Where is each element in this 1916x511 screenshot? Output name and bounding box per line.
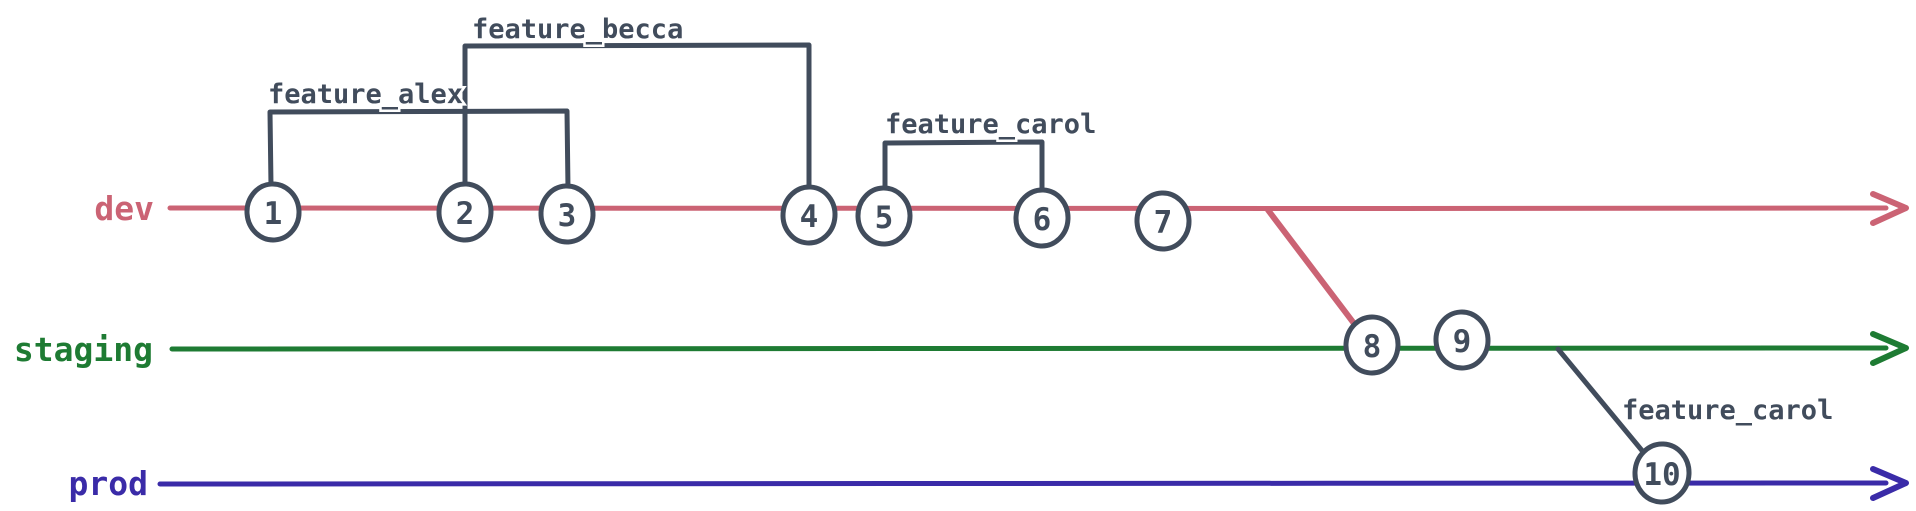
commit-node-5 (855, 185, 913, 247)
commit-number: 1 (264, 196, 283, 232)
prod-arrowhead-icon (1870, 466, 1909, 501)
commit-number: 10 (1643, 457, 1680, 493)
staging-to-prod-merge-line (1555, 346, 1652, 462)
commit-node-2 (436, 181, 494, 243)
feature-carol-bracket (882, 139, 1045, 195)
staging-branch-label: staging (14, 330, 153, 369)
commit-number: 3 (558, 198, 577, 234)
commit-node-4 (780, 184, 838, 246)
commit-number: 9 (1453, 324, 1472, 360)
staging-branch-line (169, 345, 1889, 352)
commit-number: 4 (800, 199, 819, 235)
commit-node-6 (1013, 187, 1071, 249)
feature-becca-bracket (462, 42, 812, 192)
feature-carol-prod-label: feature_carol (1622, 395, 1833, 426)
commit-node-3 (538, 183, 596, 245)
commit-number: 7 (1154, 205, 1173, 241)
feature-becca-label: feature_becca (472, 14, 683, 45)
feature-alex-bracket (267, 108, 571, 192)
dev-to-staging-merge-line (1265, 207, 1365, 337)
staging-arrowhead-icon (1870, 331, 1909, 366)
commit-node-8 (1343, 314, 1401, 376)
dev-branch-line (167, 204, 1889, 212)
commit-node-1 (244, 181, 302, 243)
prod-branch-label: prod (69, 464, 148, 503)
commit-number: 6 (1033, 202, 1052, 238)
commit-node-9 (1433, 309, 1491, 371)
commit-number: 5 (875, 200, 894, 236)
commit-node-10 (1632, 441, 1692, 505)
feature-carol-label: feature_carol (885, 109, 1096, 140)
commit-number: 2 (456, 196, 475, 232)
prod-branch-line (157, 480, 1889, 487)
commit-number: 8 (1363, 329, 1382, 365)
dev-arrowhead-icon (1870, 191, 1909, 226)
commit-node-7 (1134, 190, 1192, 252)
dev-branch-label: dev (94, 189, 154, 228)
feature-alex-label: feature_alex (268, 79, 463, 110)
